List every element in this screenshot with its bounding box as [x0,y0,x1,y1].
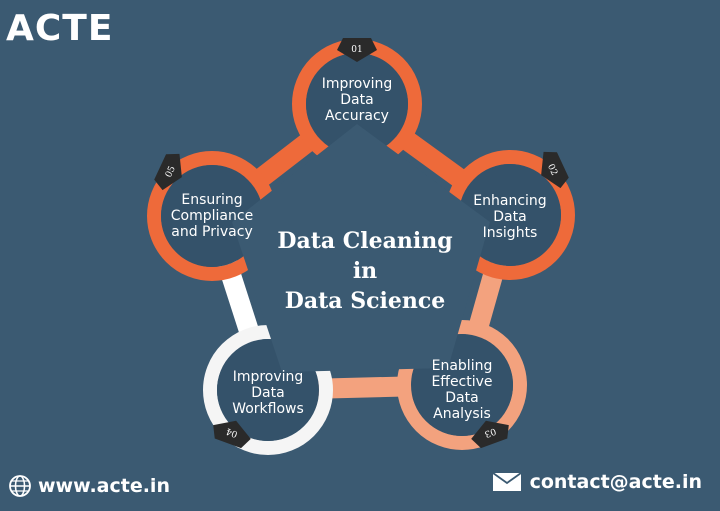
badge-03-label: 03 [483,425,497,438]
badge-02: 02 [541,151,569,189]
node-04-line-2: Data [251,385,285,401]
node-03-line-4: Analysis [433,406,491,422]
node-01-line-1: Improving [321,76,393,92]
disc-01 [306,53,408,155]
node-01-line-3: Accuracy [325,108,389,124]
badge-02-label: 02 [545,163,559,178]
node-05-text: Ensuring Compliance and Privacy [157,192,267,240]
ring-03 [397,320,527,450]
center-area [232,124,490,372]
node-03-line-3: Data [445,390,479,406]
node-05-line-1: Ensuring [181,192,243,208]
node-02-text: Enhancing Data Insights [460,193,560,241]
badge-05-label: 05 [164,164,178,179]
badge-05: 05 [154,153,182,191]
website-link[interactable]: www.acte.in [8,474,170,498]
disc-05 [161,165,263,267]
node-04-line-3: Workflows [232,401,304,417]
node-04-line-1: Improving [232,369,304,385]
email-text: contact@acte.in [529,471,702,493]
website-text: www.acte.in [38,475,170,497]
node-02-line-1: Enhancing [473,193,547,209]
center-title: Data Cleaning in Data Science [265,226,465,316]
badge-01-label: 01 [351,45,362,55]
center-title-line-3: Data Science [284,288,446,314]
node-01-line-2: Data [340,92,374,108]
node-01-text: Improving Data Accuracy [307,76,407,124]
email-link[interactable]: contact@acte.in [492,471,702,493]
badge-04: 04 [213,420,251,449]
acte-logo: ACTE [6,8,114,49]
node-03-line-1: Enabling [431,358,493,374]
center-title-line-2: in [352,258,378,284]
ring-04 [203,325,333,455]
badge-03: 03 [471,420,509,449]
badge-01: 01 [337,38,377,62]
node-02-line-2: Data [493,209,527,225]
node-05-line-2: Compliance [170,208,254,224]
badge-04-label: 04 [225,425,239,438]
node-03-line-2: Effective [431,374,493,390]
node-05-line-3: and Privacy [171,224,253,240]
envelope-icon [492,472,522,491]
node-04-text: Improving Data Workflows [218,369,318,417]
node-02-line-3: Insights [482,225,538,241]
center-title-line-1: Data Cleaning [277,228,453,254]
globe-icon [9,475,31,497]
node-03-text: Enabling Effective Data Analysis [412,358,512,422]
